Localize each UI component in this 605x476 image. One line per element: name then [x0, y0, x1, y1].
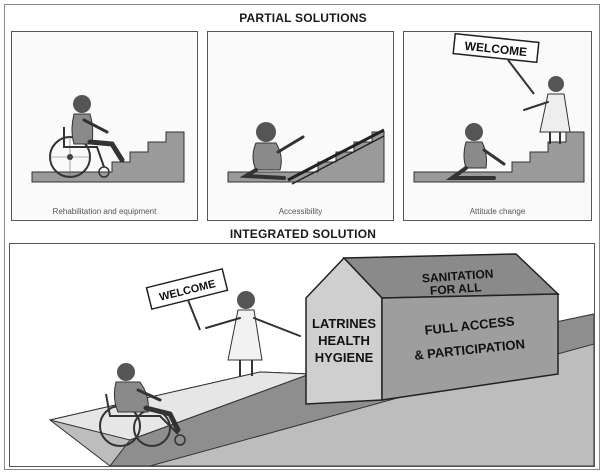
panel-rehabilitation: Rehabilitation and equipment — [11, 31, 198, 221]
ramp-icon — [287, 128, 385, 185]
illustration-frame: PARTIAL SOLUTIONS Rehabilitation — [4, 4, 600, 470]
person-in-wheelchair-icon — [99, 363, 186, 447]
caption-accessibility: Accessibility — [278, 207, 323, 216]
child-kneeling-icon — [445, 123, 506, 180]
welcome-stairs-illustration: WELCOME — [413, 32, 585, 183]
left-wall-text-line-3: HYGIENE — [315, 350, 374, 365]
woman-standing-icon — [523, 76, 571, 144]
integrated-solution-title: INTEGRATED SOLUTION — [229, 227, 377, 241]
integrated-solution-illustration: SANITATION FOR ALL LATRINES HEALTH HYGIE… — [48, 253, 595, 467]
person-in-wheelchair-icon — [71, 95, 125, 163]
wheelchair-icon — [49, 127, 110, 178]
partial-solutions-title: PARTIAL SOLUTIONS — [239, 11, 367, 25]
panel-accessibility: Accessibility — [207, 31, 394, 221]
caption-attitude-change: Attitude change — [469, 207, 526, 216]
roof-text-line-1: SANITATION — [422, 267, 494, 286]
panel-attitude-change: WELCOME Attitude change — [403, 31, 592, 221]
woman-standing-icon — [205, 291, 301, 376]
panel-integrated-solution: SANITATION FOR ALL LATRINES HEALTH HYGIE… — [9, 243, 595, 467]
house-icon: SANITATION FOR ALL LATRINES HEALTH HYGIE… — [305, 253, 560, 405]
welcome-sign-icon: WELCOME — [145, 267, 229, 331]
wheelchair-stairs-illustration — [31, 95, 185, 183]
welcome-sign-text: WELCOME — [464, 39, 528, 59]
left-wall-text-line-2: HEALTH — [318, 333, 370, 348]
welcome-sign-icon: WELCOME — [452, 32, 540, 95]
caption-rehabilitation: Rehabilitation and equipment — [52, 207, 157, 216]
roof-text-line-2: FOR ALL — [430, 280, 482, 298]
child-sitting-icon — [239, 122, 305, 180]
left-wall-text-line-1: LATRINES — [312, 316, 376, 331]
ramp-stairs-illustration — [227, 122, 385, 185]
